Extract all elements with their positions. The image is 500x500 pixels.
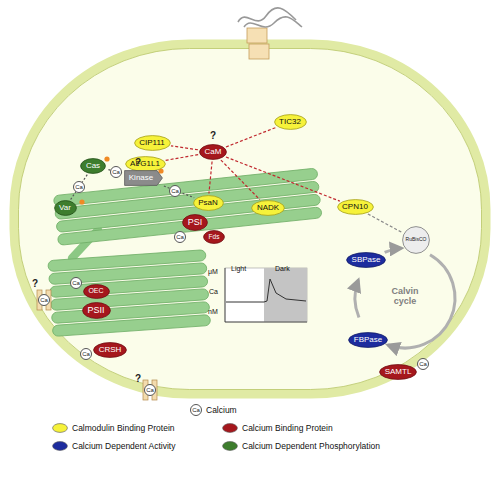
protein-node: PSI [182, 214, 208, 231]
protein-name: RuBisCO [406, 237, 427, 243]
calcium-trace-inset: μM nM Ca Light Dark [205, 264, 309, 326]
unknown-mark: ? [210, 131, 216, 141]
protein-node: TIC32 [274, 114, 307, 130]
chloroplast-envelope [14, 44, 486, 394]
interaction-line [209, 161, 212, 193]
cycle-arrow [355, 280, 359, 317]
protein-name: FBPase [354, 335, 382, 344]
legend-text: Calcium Binding Protein [242, 423, 333, 433]
pathway-label: Calvin cycle [385, 287, 425, 307]
calcium-ion: Ca [70, 277, 82, 289]
legend-entry: Calcium Dependent Activity [52, 439, 175, 453]
protein-name: CaM [205, 147, 222, 156]
protein-node: FBPase [348, 332, 388, 348]
legend-swatch-shape [53, 442, 68, 451]
legend-entry: Calcium Dependent Phosphorylation [222, 439, 380, 453]
calcium-ion: Ca [174, 231, 186, 243]
legend-text: Calcium [206, 405, 237, 415]
protein-name: Kinase [129, 173, 153, 182]
thylakoid-disc [57, 207, 322, 246]
unknown-mark: ? [135, 158, 141, 168]
protein-name: TIC32 [279, 117, 301, 126]
calcium-ion: Ca [73, 181, 85, 193]
protein-name: CPN10 [342, 202, 368, 211]
thylakoid-grana [48, 168, 322, 336]
interaction-line [368, 214, 402, 233]
legend-text: Calcium Dependent Activity [72, 441, 175, 451]
protein-node: CPN10 [337, 199, 374, 215]
protein-name: SBPase [352, 255, 381, 264]
protein-name: NADK [257, 203, 279, 212]
protein-name: PsaN [198, 198, 218, 207]
interaction-line [226, 128, 276, 147]
cycle-arrow [385, 248, 402, 252]
protein-node: PsaN [193, 195, 224, 211]
calcium-ion: Ca [80, 348, 92, 360]
protein-node: OEC [83, 284, 110, 299]
legend-swatch [222, 441, 238, 451]
envelope-channel [143, 380, 157, 400]
legend-entry: Calmodulin Binding Protein [52, 421, 175, 435]
protein-node: Cas [80, 158, 106, 174]
protein-name: CRSH [99, 345, 122, 354]
legend-entry: Calcium Binding Protein [222, 421, 333, 435]
legend-swatch [52, 423, 68, 433]
protein-node: NADK [251, 200, 285, 216]
legend-swatch-shape [53, 424, 68, 433]
protein-node: AFG1L1 [125, 156, 166, 172]
calcium-ion: Ca [110, 166, 122, 178]
interaction-line [221, 160, 260, 200]
protein-node: CIP111 [134, 135, 171, 151]
legend-swatch [52, 441, 68, 451]
protein-name: Cas [86, 161, 100, 170]
axis-label: Ca [209, 288, 218, 296]
legend-text: Calcium Dependent Phosphorylation [242, 441, 380, 451]
calcium-ion: Ca [169, 185, 181, 197]
interaction-line [171, 146, 198, 150]
protein-name: Fds [209, 233, 220, 240]
calcium-ion: Ca [190, 404, 202, 416]
axis-label: Light [231, 265, 246, 273]
tic-translocon [238, 8, 302, 59]
protein-node: SAMTL [379, 364, 417, 380]
protein-name: Var [59, 203, 71, 212]
protein-name: AFG1L1 [130, 159, 160, 168]
phosphate-dots [79, 156, 163, 204]
legend-swatch-shape [223, 442, 238, 451]
protein-name: OEC [88, 287, 103, 295]
protein-name: PSI [188, 217, 203, 227]
axis-label: Dark [275, 265, 290, 273]
thylakoid-disc [52, 314, 210, 336]
protein-node: SBPase [346, 252, 386, 268]
calcium-trace-plot [225, 268, 307, 322]
calcium-ion: Ca [417, 358, 429, 370]
interaction-line [226, 157, 340, 201]
calcium-ion: Ca [144, 384, 156, 396]
protein-node: RuBisCO [402, 226, 430, 254]
protein-node: Var [54, 200, 77, 216]
axis-label: μM [208, 268, 218, 276]
axis-label: nM [208, 308, 218, 316]
protein-name: SAMTL [385, 367, 412, 376]
legend-swatch [222, 423, 238, 433]
legend-entry: Calcium [206, 403, 237, 417]
thylakoid-channel [37, 290, 51, 310]
protein-node: Fds [203, 230, 225, 244]
interaction-line [71, 175, 88, 200]
interaction-line [165, 155, 198, 161]
protein-node: CaM [199, 144, 227, 160]
protein-name: CIP111 [139, 138, 165, 147]
legend-swatch-shape [223, 424, 238, 433]
envelope-inner-line [19, 49, 482, 390]
unknown-mark: ? [135, 374, 141, 384]
unknown-mark: ? [32, 279, 38, 289]
protein-node: CRSH [93, 342, 127, 358]
protein-name: PSII [87, 305, 104, 315]
calcium-ion: Ca [38, 294, 50, 306]
protein-node: PSII [82, 302, 111, 319]
protein-node: Kinase [124, 170, 163, 186]
legend-text: Calmodulin Binding Protein [72, 423, 175, 433]
